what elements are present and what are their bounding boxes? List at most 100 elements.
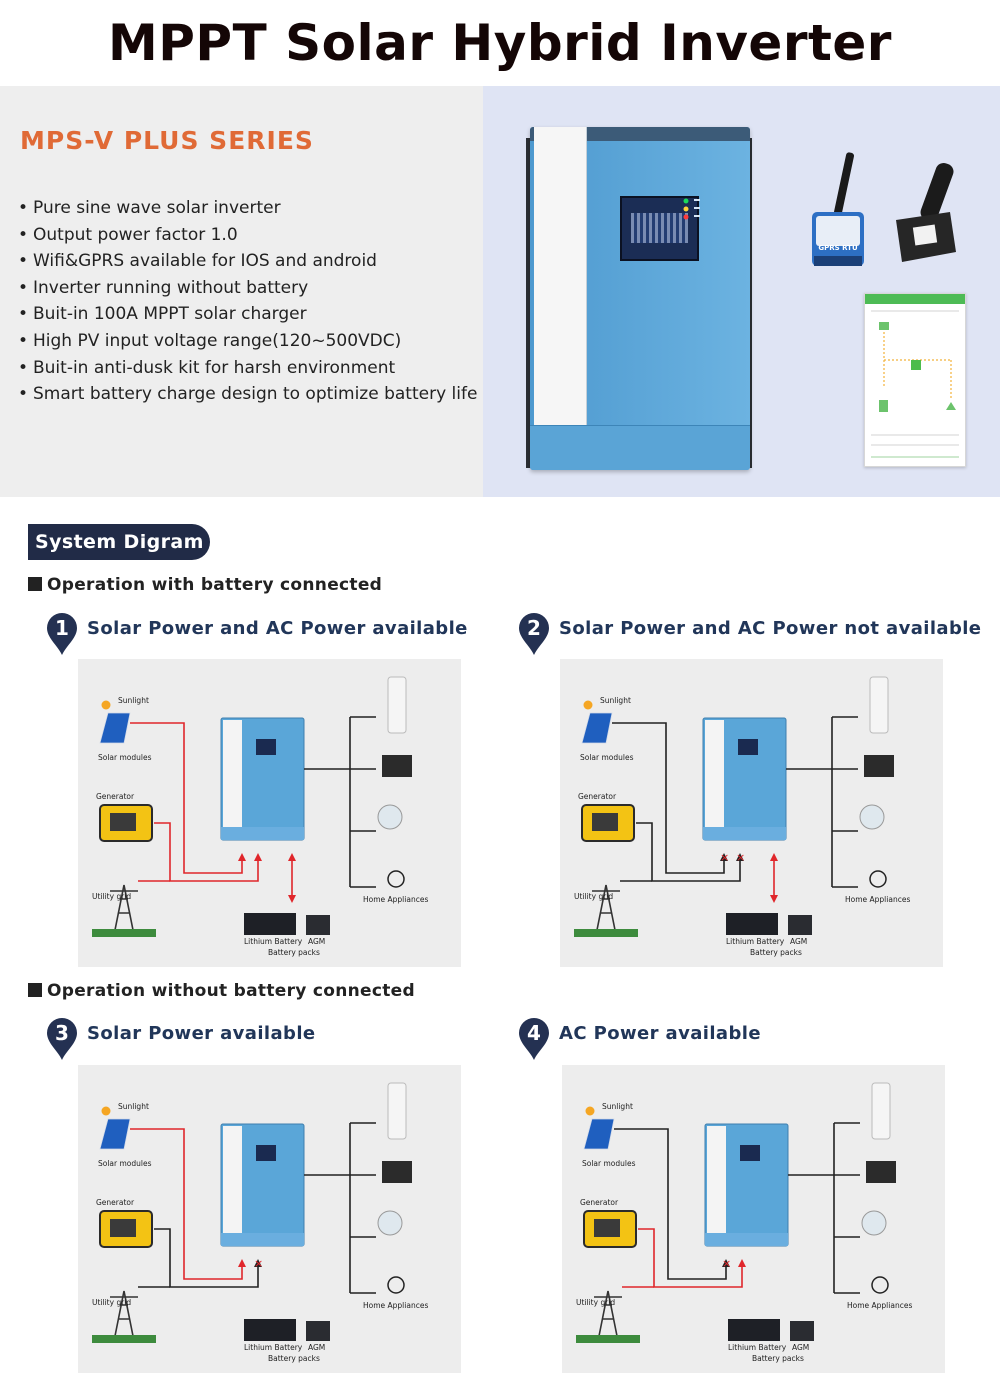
case-number-pin-icon: 4 [517, 1017, 551, 1061]
agm-label: AGM [790, 937, 808, 946]
feature-item: Smart battery charge design to optimize … [18, 381, 477, 408]
solar-panel-icon [99, 1118, 131, 1150]
solar-arrow [238, 853, 246, 861]
inverter-white-panel [534, 127, 588, 470]
utility-tower-icon [594, 1290, 622, 1342]
generator-label: Generator [578, 792, 617, 801]
inverter-product-image [530, 127, 750, 470]
agm-label: AGM [308, 1343, 326, 1352]
app-row [871, 434, 959, 436]
ac-arrow [738, 1259, 746, 1267]
generator-engine [592, 813, 618, 831]
utility-grid-label: Utility grid [574, 892, 614, 901]
status-leds-icon [683, 198, 700, 220]
agm-battery-icon [788, 915, 812, 935]
ac-arrow [254, 853, 262, 861]
app-header-bar [865, 294, 965, 304]
battery-arrow-down [288, 895, 296, 903]
utility-tower-icon [110, 884, 138, 936]
light-bulb-icon [387, 1276, 405, 1294]
case-number: 1 [55, 616, 69, 640]
inverter-body [530, 127, 750, 470]
diagram-graphic: × [576, 1082, 896, 1343]
inverter-white-panel [707, 1126, 726, 1244]
case-number-pin-icon: 3 [45, 1017, 79, 1061]
solar-modules-label: Solar modules [98, 1159, 152, 1168]
generator-label: Generator [96, 792, 135, 801]
lithium-battery-icon [244, 913, 296, 935]
inverter-screen [256, 1145, 276, 1161]
utility-grid-label: Utility grid [92, 1298, 132, 1307]
lithium-battery-label: Lithium Battery [728, 1343, 787, 1352]
app-row [871, 310, 959, 312]
solar-arrow [238, 1259, 246, 1267]
feature-item: Buit-in 100A MPPT solar charger [18, 301, 477, 328]
section-title: Operation without battery connected [47, 981, 415, 1001]
sun-icon [583, 700, 593, 710]
diagram-graphic: ×× [574, 676, 894, 937]
sunlight-label: Sunlight [600, 696, 631, 705]
sun-icon [101, 700, 111, 710]
computer-icon [866, 1161, 896, 1183]
feature-item: Wifi&GPRS available for IOS and android [18, 248, 477, 275]
agm-label: AGM [308, 937, 326, 946]
lithium-battery-icon [726, 913, 778, 935]
feature-item: Inverter running without battery [18, 275, 477, 302]
gprs-rtu-label: GPRS RTU [818, 244, 858, 252]
app-row [871, 444, 959, 446]
page-title: MPPT Solar Hybrid Inverter [108, 14, 892, 72]
generator-engine [594, 1219, 620, 1237]
diagram-graphic: × [92, 1082, 412, 1343]
fan-icon [859, 804, 885, 830]
agm-battery-icon [306, 1321, 330, 1341]
fan-icon [861, 1210, 887, 1236]
home-appliances-label: Home Appliances [363, 1301, 429, 1310]
inverter-base [221, 1233, 304, 1246]
section-with-battery: Operation with battery connected [28, 575, 382, 595]
generator-engine [110, 813, 136, 831]
utility-tower-icon [592, 884, 620, 936]
solar-wire [130, 722, 243, 874]
inverter-white-panel [223, 1126, 242, 1244]
sunlight-label: Sunlight [118, 1102, 149, 1111]
inverter-white-panel [223, 720, 242, 838]
mobile-app-screenshot [864, 293, 966, 467]
case-number-pin-icon: 2 [517, 612, 551, 656]
grass [92, 1335, 156, 1343]
air-conditioner-icon [871, 1082, 891, 1140]
battery-packs-label: Battery packs [268, 948, 320, 957]
sun-icon [101, 1106, 111, 1116]
feature-item: Pure sine wave solar inverter [18, 195, 477, 222]
solar-wire [614, 1128, 727, 1280]
utility-grid-label: Utility grid [92, 892, 132, 901]
cut-x-mark: × [722, 1257, 731, 1270]
inverter-screen [256, 739, 276, 755]
cut-x-mark: × [720, 851, 729, 864]
inverter-lcd-screen [620, 195, 700, 261]
computer-icon [382, 1161, 412, 1183]
solar-wire [612, 722, 725, 874]
lithium-battery-label: Lithium Battery [244, 1343, 303, 1352]
home-appliances-label: Home Appliances [847, 1301, 913, 1310]
inverter-screen [740, 1145, 760, 1161]
utility-grid-label: Utility grid [576, 1298, 616, 1307]
case-label: Solar Power and AC Power not available [559, 618, 982, 639]
case-number-pin-icon: 1 [45, 612, 79, 656]
generator-engine [110, 1219, 136, 1237]
case-number: 2 [527, 616, 541, 640]
solar-modules-label: Solar modules [582, 1159, 636, 1168]
case-number: 4 [527, 1021, 541, 1045]
lithium-battery-label: Lithium Battery [244, 937, 303, 946]
grass [92, 929, 156, 937]
sunlight-label: Sunlight [118, 696, 149, 705]
solar-modules-label: Solar modules [580, 753, 634, 762]
case-label: Solar Power available [87, 1023, 316, 1044]
solar-panel-icon [583, 1118, 615, 1150]
solar-panel-icon [99, 712, 131, 744]
grass [574, 929, 638, 937]
agm-label: AGM [792, 1343, 810, 1352]
sunlight-label: Sunlight [602, 1102, 633, 1111]
app-nav-bar [871, 456, 959, 458]
inverter-base [705, 1233, 788, 1246]
